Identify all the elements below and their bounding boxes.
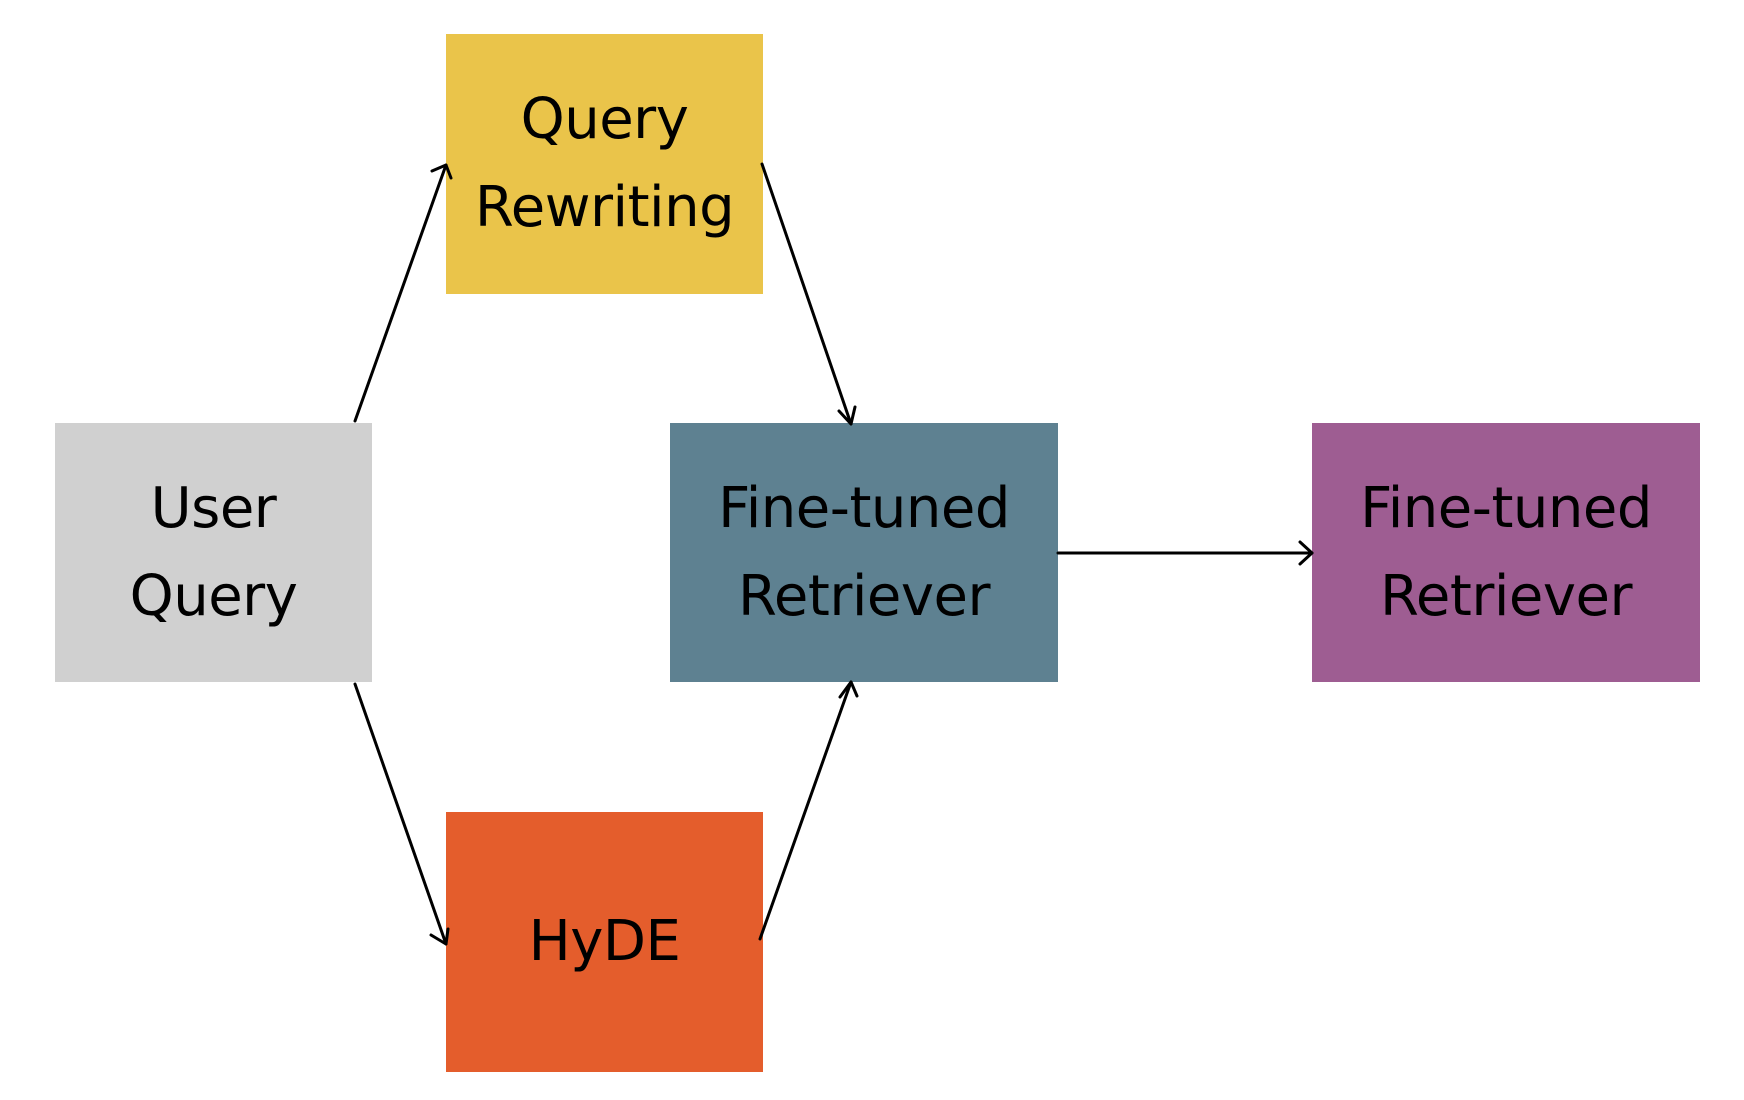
arrowhead-icon <box>1298 540 1314 566</box>
node-hyde: HyDE <box>446 812 763 1072</box>
edge-line <box>353 163 448 423</box>
node-fine-tuned-retriever-1-line-1: Fine-tuned <box>718 475 1010 541</box>
node-user-query: User Query <box>55 423 372 682</box>
node-fine-tuned-retriever-1: Fine-tuned Retriever <box>670 423 1058 682</box>
edge-hyde-to-fine-tuned-retriever <box>758 680 859 941</box>
node-user-query-line-1: User <box>150 475 277 541</box>
edge-user-query-to-hyde <box>353 682 450 946</box>
edge-line <box>760 162 853 426</box>
node-fine-tuned-retriever-2-line-2: Retriever <box>1380 563 1632 629</box>
edge-fine-tuned-retriever-to-fine-tuned-retriever <box>1056 540 1314 566</box>
edge-user-query-to-query-rewriting <box>353 163 453 423</box>
node-user-query-line-2: Query <box>129 563 298 629</box>
arrowhead-icon <box>837 405 857 426</box>
node-query-rewriting-line-2: Rewriting <box>474 175 735 240</box>
node-fine-tuned-retriever-2-line-1: Fine-tuned <box>1360 475 1652 541</box>
arrowhead-icon <box>838 680 859 699</box>
node-query-rewriting: Query Rewriting <box>446 34 763 294</box>
node-fine-tuned-retriever-2: Fine-tuned Retriever <box>1312 423 1700 682</box>
edge-line <box>353 682 448 946</box>
node-query-rewriting-line-1: Query <box>520 87 689 152</box>
node-fine-tuned-retriever-1-line-2: Retriever <box>738 563 990 629</box>
edge-line <box>758 680 853 941</box>
node-hyde-label: HyDE <box>528 909 681 974</box>
edge-query-rewriting-to-fine-tuned-retriever <box>760 162 857 426</box>
